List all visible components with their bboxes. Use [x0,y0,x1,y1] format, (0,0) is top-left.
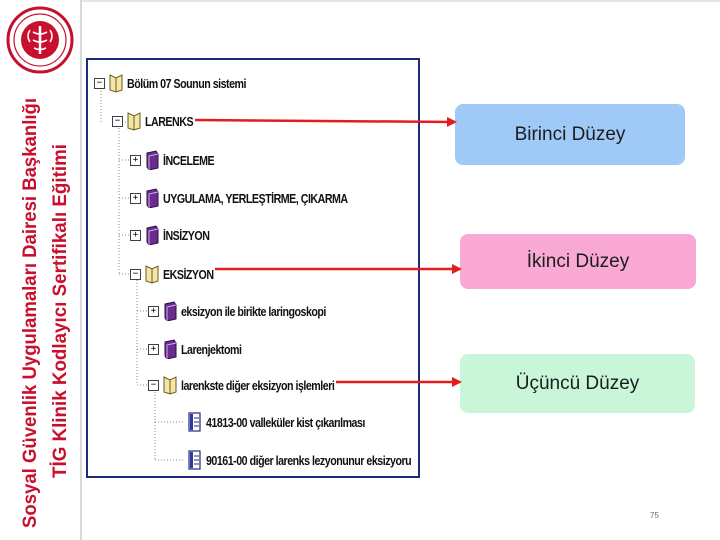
second-level-box: İkinci Düzey [460,234,696,289]
expand-icon[interactable]: + [130,192,141,204]
tree-node-label: Bölüm 07 Sounun sistemi [127,75,247,91]
document-page-icon [188,412,201,432]
first-level-box: Birinci Düzey [455,104,685,165]
tree-node-larenks[interactable]: − LARENKS [112,110,204,132]
open-book-icon [163,376,177,395]
tree-node-label: LARENKS [145,113,194,129]
tree-node-uygulama[interactable]: + UYGULAMA, YERLEŞTİRME, ÇIKARMA [130,187,388,209]
tree-node-label: 90161-00 diğer larenks lezyonunur eksizy… [206,452,412,468]
open-book-icon [109,74,123,93]
tree-node-diger-eksizyon[interactable]: − larenkste diğer eksizyon işlemleri [148,374,368,396]
third-level-box: Üçüncü Düzey [460,354,695,413]
tree-node-label: Larenjektomi [181,341,242,357]
expand-icon[interactable]: + [130,229,141,241]
page-number: 75 [650,511,659,520]
tree-node-label: larenkste diğer eksizyon işlemleri [181,377,335,393]
open-book-icon [127,112,141,131]
tree-node-insizyon[interactable]: + İNSİZYON [130,224,220,246]
collapse-icon[interactable]: − [130,268,141,280]
tree-node-label: 41813-00 valleküler kist çıkarılması [206,414,365,430]
tree-node-label: İNSİZYON [163,227,210,243]
collapse-icon[interactable]: − [148,379,159,391]
closed-book-icon [146,225,159,245]
top-border [82,0,720,2]
tree-leaf-41813[interactable]: 41813-00 valleküler kist çıkarılması [184,411,400,433]
document-page-icon [188,450,201,470]
expand-icon[interactable]: + [148,343,159,355]
closed-book-icon [146,188,159,208]
tree-node-inceleme[interactable]: + İNCELEME [130,149,225,171]
collapse-icon[interactable]: − [94,77,105,89]
ministry-of-health-emblem-icon [6,6,74,74]
closed-book-icon [164,301,177,321]
expand-icon[interactable]: + [130,154,141,166]
closed-book-icon [146,150,159,170]
closed-book-icon [164,339,177,359]
sidebar-title-line2: TİG Klinik Kodlayıcı Sertifikalı Eğitimi [48,144,71,478]
open-book-icon [145,265,159,284]
sidebar-title: Sosyal Güvenlik Uygulamaları Dairesi Baş… [19,98,71,528]
tree-view[interactable]: − Bölüm 07 Sounun sistemi − LARENKS + İN… [86,58,420,478]
tree-node-eksizyon[interactable]: − EKSİZYON [130,263,225,285]
tree-node-label: EKSİZYON [163,266,214,282]
sidebar: Sosyal Güvenlik Uygulamaları Dairesi Baş… [0,0,82,540]
tree-node-larenjektomi[interactable]: + Larenjektomi [148,338,255,360]
tree-node-chapter[interactable]: − Bölüm 07 Sounun sistemi [94,72,272,94]
second-level-label: İkinci Düzey [526,250,630,272]
tree-node-laringoskopi[interactable]: + eksizyon ile birikte laringoskopi [148,300,358,322]
sidebar-title-line1: Sosyal Güvenlik Uygulamaları Dairesi Baş… [19,98,41,528]
third-level-label: Üçüncü Düzey [515,372,640,394]
tree-node-label: UYGULAMA, YERLEŞTİRME, ÇIKARMA [163,190,348,206]
tree-leaf-90161[interactable]: 90161-00 diğer larenks lezyonunur eksizy… [184,449,418,471]
tree-connector-lines [100,88,183,461]
expand-icon[interactable]: + [148,305,159,317]
tree-node-label: İNCELEME [163,152,215,168]
first-level-label: Birinci Düzey [514,123,626,145]
tree-node-label: eksizyon ile birikte laringoskopi [181,303,326,319]
collapse-icon[interactable]: − [112,115,123,127]
